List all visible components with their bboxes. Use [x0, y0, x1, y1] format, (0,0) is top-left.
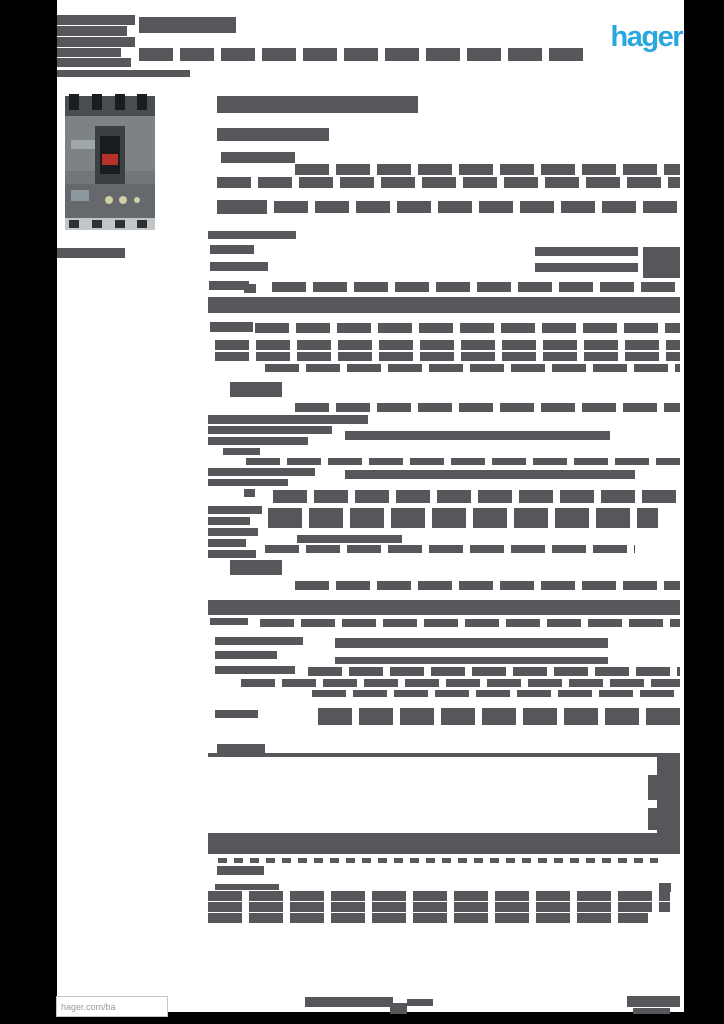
breaker-terminals-bottom [65, 218, 155, 230]
section-spec1-bar [295, 403, 680, 412]
section-spec1-bar [272, 282, 680, 292]
section-description-bar [217, 200, 267, 214]
section-spec1-bar [208, 297, 680, 313]
section-spec2-bar [208, 506, 262, 514]
section-footnote-bar [208, 891, 670, 901]
section-footnote-bar [659, 883, 671, 892]
section-spec3-bar [335, 638, 608, 648]
section-drawing-bar [208, 833, 680, 854]
footer-right-text-bar [633, 1008, 670, 1014]
section-spec2-bar [208, 468, 315, 476]
breaker-trip-dials [105, 196, 140, 204]
section-footnote-bar [208, 902, 670, 912]
section-spec2-bar [208, 600, 680, 615]
header-address-block-bar [57, 48, 121, 57]
section-spec2-bar [246, 458, 680, 465]
section-spec1-bar [210, 262, 268, 271]
section-spec3-bar [215, 710, 258, 718]
section-spec2-bar [273, 490, 680, 503]
section-spec3-bar [312, 690, 680, 697]
section-spec2-bar [297, 535, 402, 543]
section-spec1-bar [208, 231, 296, 239]
section-drawing-bar [218, 858, 658, 863]
section-spec2-bar [223, 448, 260, 455]
section-description-bar [274, 201, 680, 213]
section-spec1-bar [210, 245, 254, 254]
section-spec1-bar [210, 322, 253, 332]
hager-logo: hager [610, 21, 684, 53]
section-spec1-bar [215, 340, 680, 350]
section-spec3-bar [318, 708, 680, 725]
section-spec1-bar [209, 281, 249, 290]
section-description-bar [217, 128, 329, 141]
section-description-bar [295, 164, 680, 175]
breaker-terminals-top [65, 96, 155, 116]
section-spec1-bar [244, 284, 256, 293]
footer-center-text-bar [407, 999, 433, 1006]
section-spec2-bar [244, 489, 255, 497]
section-spec1-bar [215, 352, 680, 361]
section-spec1-bar [255, 323, 680, 333]
footer-website-link[interactable]: hager.com/ba [61, 1001, 116, 1012]
section-spec3-bar [215, 666, 295, 674]
section-spec2-bar [345, 470, 635, 479]
header-address-block-bar [57, 70, 190, 77]
section-spec2-bar [268, 508, 658, 528]
section-spec2-bar [230, 560, 282, 575]
section-spec3-bar [241, 679, 680, 687]
section-spec2-bar [208, 550, 256, 558]
section-footnote-bar [208, 913, 648, 923]
section-footnote-bar [215, 884, 279, 890]
footer-right-text-bar [627, 996, 680, 1007]
section-spec3-bar [260, 619, 680, 627]
section-spec1-bar [535, 247, 638, 256]
header-address-block-bar [57, 15, 135, 25]
breaker-red-indicator [102, 154, 118, 165]
footer-website-box: hager.com/ba [56, 996, 168, 1017]
header-subtitle-bar [139, 48, 590, 61]
section-spec3-bar [215, 637, 303, 645]
breaker-trip-screen [71, 190, 89, 201]
header-address-block-bar [57, 58, 131, 67]
section-description-bar [217, 177, 680, 188]
section-spec3-bar [335, 657, 608, 664]
section-spec3-bar [308, 667, 680, 676]
breaker-bottom-slots [69, 220, 147, 228]
page-title-bar [217, 96, 418, 113]
section-drawing-bar [217, 744, 265, 753]
section-spec1-bar [535, 263, 638, 272]
section-spec2-bar [208, 539, 246, 547]
footer-center-text-bar [305, 997, 393, 1007]
section-spec2-bar [295, 581, 680, 590]
section-spec2-bar [208, 517, 250, 525]
product-caption-bar [57, 248, 125, 258]
section-spec2-bar [208, 415, 368, 424]
footer-center-text-bar [390, 1003, 407, 1014]
mccb-product-photo-image [57, 88, 162, 238]
section-drawing-bar [657, 757, 680, 834]
section-drawing-bar [648, 808, 657, 830]
section-spec2-bar [345, 431, 610, 440]
section-spec2-bar [208, 528, 258, 536]
section-spec3-bar [215, 651, 277, 659]
section-spec2-bar [208, 426, 332, 434]
header-product-line-bar [139, 17, 236, 33]
section-spec3-bar [210, 618, 248, 625]
section-spec1-bar [265, 364, 680, 372]
section-spec2-bar [208, 437, 308, 445]
breaker-brand-label [71, 140, 95, 149]
section-drawing-bar [208, 753, 680, 757]
section-spec2-bar [208, 479, 288, 486]
section-spec1-bar [643, 247, 680, 278]
breaker-top-studs [69, 94, 147, 110]
section-spec1-bar [230, 382, 282, 397]
section-spec2-bar [265, 545, 635, 553]
header-address-block-bar [57, 37, 135, 47]
header-address-block-bar [57, 26, 127, 36]
section-drawing-bar [648, 775, 657, 800]
section-description-bar [221, 152, 295, 163]
section-footnote-bar [217, 866, 264, 875]
